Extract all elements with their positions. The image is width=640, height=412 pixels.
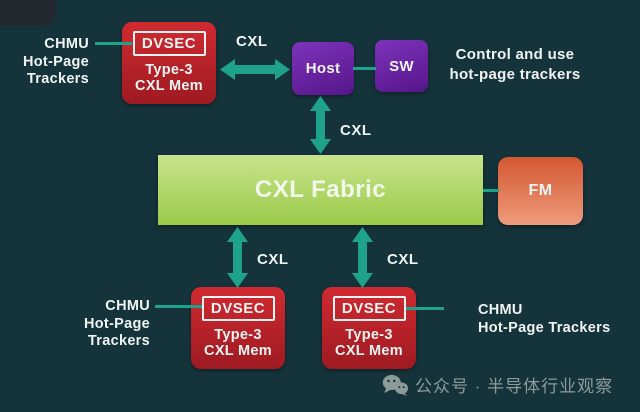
- connector-fabric-fm: [483, 189, 499, 192]
- node-cxl-fabric: CXL Fabric: [158, 155, 483, 225]
- double-arrow-icon-vertical: [310, 96, 331, 154]
- fm-label: FM: [528, 182, 553, 199]
- double-arrow-icon-vertical: [352, 227, 373, 288]
- tracker-line: Trackers: [87, 333, 150, 349]
- tracker-line: CHMU: [478, 302, 523, 318]
- tracker-line: CHMU: [105, 298, 150, 314]
- mem-label: CXL Mem: [135, 78, 203, 94]
- sw-label: SW: [389, 57, 414, 75]
- tracker-label-bottom-left: CHMU Hot-Page Trackers: [58, 298, 150, 351]
- caption-line: hot-page trackers: [449, 66, 581, 83]
- tracker-line: Hot-Page Trackers: [478, 319, 611, 336]
- watermark: 公众号 · 半导体行业观察: [382, 372, 613, 397]
- tracker-line: Hot-Page: [22, 53, 89, 70]
- host-label: Host: [305, 60, 341, 77]
- cxl-link-label-bottom-left: CXL: [257, 251, 289, 268]
- cxl-link-label-host: CXL: [340, 122, 372, 139]
- cxl-link-label-top: CXL: [236, 33, 268, 50]
- corner-artifact: [0, 0, 56, 26]
- node-sw: SW: [375, 40, 428, 92]
- dvsec-badge: DVSEC: [132, 31, 206, 56]
- node-host: Host: [292, 42, 354, 95]
- node-cxl-mem-bottom-right: DVSEC Type-3 CXL Mem: [322, 287, 416, 369]
- node-fm: FM: [498, 157, 583, 225]
- connector-bottom-left: [155, 305, 202, 308]
- tracker-line: Trackers: [26, 71, 89, 87]
- mem-type-label: Type-3: [345, 327, 393, 343]
- caption-line: Control and use: [455, 46, 575, 63]
- tracker-line: Hot-Page: [83, 315, 150, 332]
- connector-bottom-right: [406, 307, 444, 310]
- tracker-line: CHMU: [44, 36, 89, 52]
- cxl-link-label-bottom-right: CXL: [387, 251, 419, 268]
- watermark-text: 公众号 · 半导体行业观察: [415, 377, 614, 396]
- dvsec-badge: DVSEC: [332, 296, 406, 321]
- connector-host-sw: [353, 67, 376, 70]
- mem-type-label: Type-3: [145, 62, 193, 78]
- connector-top-left: [95, 42, 132, 45]
- dvsec-badge: DVSEC: [201, 296, 275, 321]
- tracker-label-top-left: CHMU Hot-Page Trackers: [7, 36, 89, 89]
- tracker-label-bottom-right: CHMU Hot-Page Trackers: [478, 302, 638, 337]
- caption-control-use: Control and use hot-page trackers: [440, 45, 590, 85]
- double-arrow-icon-horizontal: [220, 59, 290, 80]
- node-cxl-mem-bottom-left: DVSEC Type-3 CXL Mem: [191, 287, 285, 369]
- mem-label: CXL Mem: [335, 343, 403, 359]
- double-arrow-icon-vertical: [227, 227, 248, 288]
- mem-label: CXL Mem: [204, 343, 272, 359]
- mem-type-label: Type-3: [214, 327, 262, 343]
- wechat-icon: [382, 374, 408, 396]
- fabric-label: CXL Fabric: [254, 176, 387, 203]
- node-cxl-mem-top: DVSEC Type-3 CXL Mem: [122, 22, 216, 104]
